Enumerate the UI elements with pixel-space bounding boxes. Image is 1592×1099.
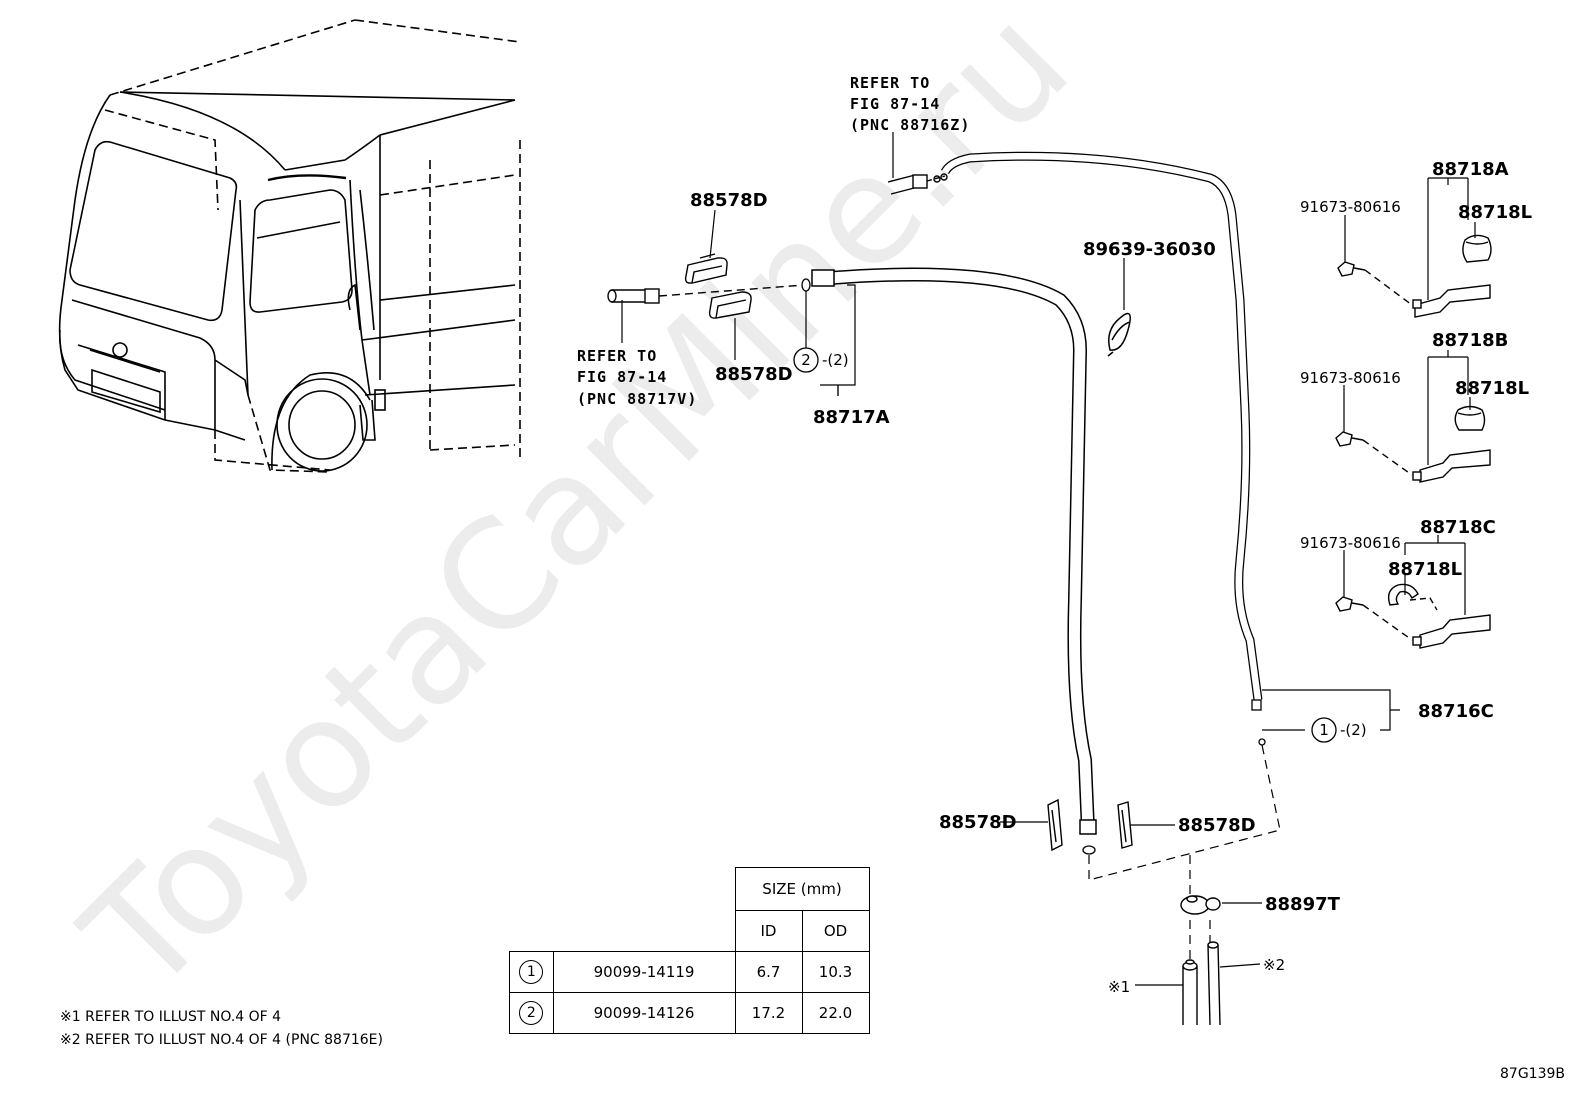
pipe-mark2 xyxy=(1207,941,1221,1026)
label-88718l-a: 88718L xyxy=(1458,202,1532,223)
row-od-2: 22.0 xyxy=(801,992,870,1034)
label-89639-36030: 89639-36030 xyxy=(1083,239,1216,260)
diagram-code: 87G139B xyxy=(1500,1066,1565,1082)
label-88578d-mid: 88578D xyxy=(715,364,793,385)
grommet-88578d-top xyxy=(684,253,728,284)
truck-illustration xyxy=(58,19,521,473)
label-91673-c: 91673-80616 xyxy=(1300,534,1401,552)
label-88718c: 88718C xyxy=(1420,517,1496,538)
hose-88717a xyxy=(811,267,1097,835)
label-88578d-bottom-right: 88578D xyxy=(1178,815,1256,836)
joint-88897t xyxy=(1180,895,1221,915)
label-88718l-c: 88718L xyxy=(1388,559,1462,580)
label-mark2: ※2 xyxy=(1263,956,1285,974)
refer-left-line2: FIG 87-14 xyxy=(577,368,667,386)
hose-88716c xyxy=(940,151,1263,711)
grommet-88578d-bottom-right xyxy=(1117,801,1133,849)
bolt-91673-b xyxy=(1335,431,1413,476)
o-rings xyxy=(801,278,1266,855)
refer-top-line2: FIG 87-14 xyxy=(850,95,940,113)
qty-marker-2-num: 2 xyxy=(801,351,811,369)
row-id-2: 17.2 xyxy=(734,992,803,1034)
size-table-header: SIZE (mm) xyxy=(734,867,870,911)
refer-left-line3: (PNC 88717V) xyxy=(577,390,697,408)
qty-marker-2: 2 -(2) xyxy=(793,347,849,373)
refer-top-line3: (PNC 88716Z) xyxy=(850,116,970,134)
reference-left: REFER TO FIG 87-14 (PNC 88717V) xyxy=(577,347,697,408)
clamp-88718b xyxy=(1412,405,1491,483)
label-88718l-b: 88718L xyxy=(1455,378,1529,399)
row-mark-2: 2 xyxy=(519,1001,544,1025)
leader-lines xyxy=(621,132,1476,986)
label-mark1: ※1 xyxy=(1108,978,1130,996)
qty-marker-1-num: 1 xyxy=(1319,721,1329,739)
row-id-1: 6.7 xyxy=(734,951,803,993)
label-88578d-top: 88578D xyxy=(690,190,768,211)
note-2: ※2 REFER TO ILLUST NO.4 OF 4 (PNC 88716E… xyxy=(60,1032,383,1048)
grommet-88578d-bottom-left xyxy=(1047,798,1063,852)
label-88717a: 88717A xyxy=(813,407,890,428)
refer-left-line1: REFER TO xyxy=(577,347,657,365)
row-od-1: 10.3 xyxy=(801,951,870,993)
reference-top: REFER TO FIG 87-14 (PNC 88716Z) xyxy=(850,74,970,134)
wire-clip-89639 xyxy=(1107,312,1131,357)
label-88718b: 88718B xyxy=(1432,330,1508,351)
connection-lines xyxy=(1088,744,1281,960)
label-88718a: 88718A xyxy=(1432,159,1509,180)
row-part-1: 90099-14119 xyxy=(552,951,736,993)
label-88578d-bottom-left: 88578D xyxy=(939,812,1017,833)
label-88716c: 88716C xyxy=(1418,701,1494,722)
bolt-91673-a xyxy=(1337,261,1413,306)
hose-ref-88716z xyxy=(887,173,948,195)
hose-ref-88717v xyxy=(607,284,806,304)
note-1: ※1 REFER TO ILLUST NO.4 OF 4 xyxy=(60,1009,281,1025)
label-91673-a: 91673-80616 xyxy=(1300,198,1401,216)
label-88897t: 88897T xyxy=(1265,894,1341,915)
label-91673-b: 91673-80616 xyxy=(1300,369,1401,387)
clamp-88718a xyxy=(1412,234,1492,318)
clamp-88718c xyxy=(1387,583,1491,649)
bolt-91673-c xyxy=(1335,596,1413,641)
table-row: 1 90099-14119 6.7 10.3 xyxy=(509,951,870,993)
size-table: SIZE (mm) ID OD 1 90099-14119 6.7 10.3 2… xyxy=(509,867,870,1034)
table-row: 2 90099-14126 17.2 22.0 xyxy=(509,992,870,1034)
row-part-2: 90099-14126 xyxy=(552,992,736,1034)
row-mark-1: 1 xyxy=(519,960,544,984)
qty-marker-1-count: -(2) xyxy=(1340,721,1367,739)
size-table-col-id: ID xyxy=(734,910,803,952)
qty-marker-1: 1 -(2) xyxy=(1311,717,1367,743)
size-table-col-od: OD xyxy=(801,910,870,952)
qty-marker-2-count: -(2) xyxy=(822,351,849,369)
refer-top-line1: REFER TO xyxy=(850,74,930,92)
pipe-mark1 xyxy=(1182,959,1198,1025)
grommet-88578d-mid xyxy=(708,291,752,319)
